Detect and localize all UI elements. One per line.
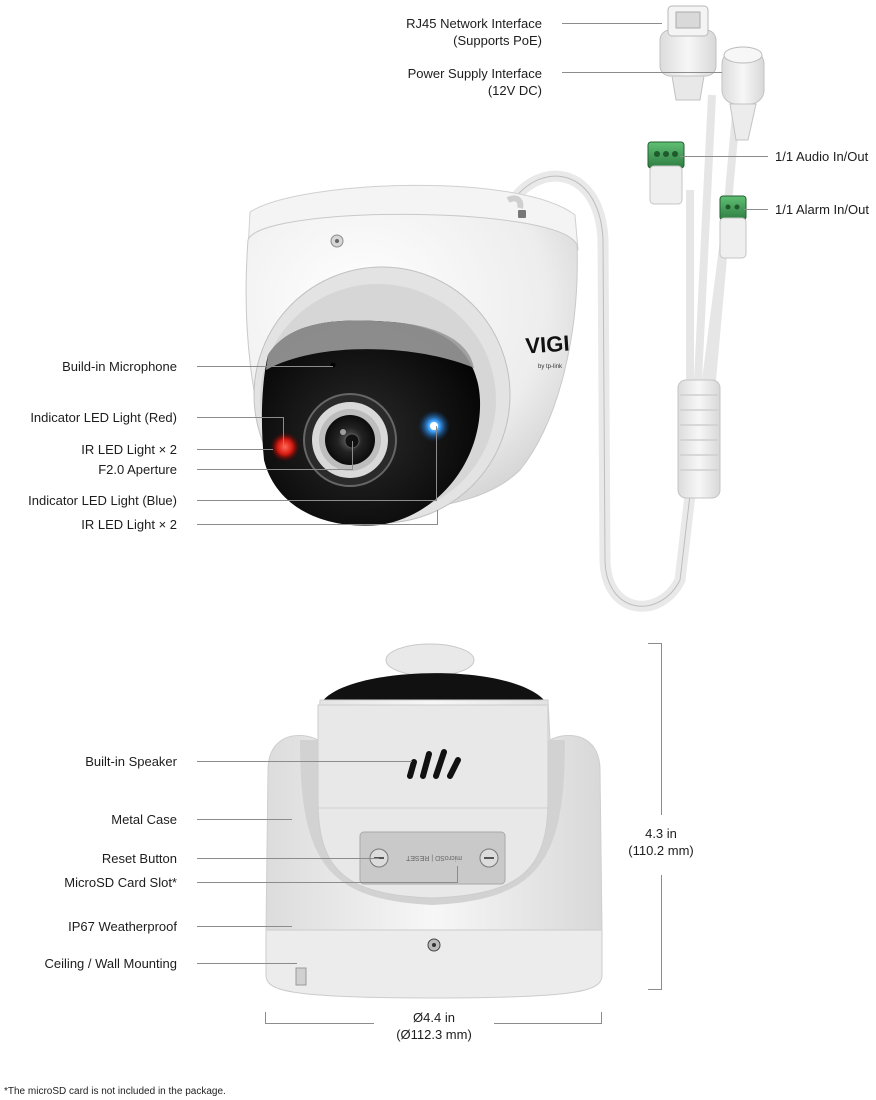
leader-rj45: [562, 23, 662, 24]
rj45-connector: [659, 5, 717, 101]
label-aperture: F2.0 Aperture: [98, 462, 177, 477]
label-mounting: Ceiling / Wall Mounting: [44, 956, 177, 971]
camera-front-view: VIGI by tp-link: [245, 184, 579, 526]
label-ir-right: IR LED Light × 2: [81, 517, 177, 532]
camera-back-view: microSD | RESET: [265, 643, 603, 999]
leader-alarm: [744, 209, 768, 210]
label-metal-case: Metal Case: [111, 812, 177, 827]
cable-assembly: [509, 5, 765, 612]
label-led-blue: Indicator LED Light (Blue): [28, 493, 177, 508]
leader-led-red-v: [283, 417, 284, 447]
leader-ir-right: [197, 524, 438, 525]
dim-width-right-tick: [601, 1012, 602, 1024]
leader-microsd-v: [457, 866, 458, 883]
leader-metal-case: [197, 819, 292, 820]
label-microphone: Build-in Microphone: [62, 359, 177, 374]
leader-mounting: [197, 963, 297, 964]
label-led-red: Indicator LED Light (Red): [30, 410, 177, 425]
footnote: *The microSD card is not included in the…: [4, 1086, 226, 1097]
alarm-terminal: [719, 195, 747, 259]
dim-height-line-bottom: [661, 875, 662, 990]
leader-led-blue: [197, 500, 437, 501]
label-power: Power Supply Interface (12V DC): [407, 66, 542, 98]
label-speaker: Built-in Speaker: [85, 754, 177, 769]
vigi-logo-sub: by tp-link: [538, 364, 563, 370]
plate-text: microSD | RESET: [405, 854, 462, 861]
dim-height-bottom-tick: [648, 989, 662, 990]
label-rj45: RJ45 Network Interface (Supports PoE): [406, 16, 542, 48]
dim-height-top-tick: [648, 643, 662, 644]
leader-aperture: [197, 469, 352, 470]
dc-power-connector: [721, 46, 765, 141]
leader-ir-right-v: [437, 510, 438, 525]
leader-speaker: [197, 761, 412, 762]
dim-width-left-tick: [265, 1012, 266, 1024]
vigi-logo: VIGI: [525, 331, 571, 359]
dim-height-line-top: [661, 643, 662, 815]
label-height-dimension: 4.3 in (110.2 mm): [628, 826, 694, 858]
speaker-grille: [407, 749, 461, 779]
leader-microsd: [197, 882, 457, 883]
label-ir-left: IR LED Light × 2: [81, 442, 177, 457]
audio-terminal: [647, 141, 685, 205]
leader-ip67: [197, 926, 292, 927]
label-audio: 1/1 Audio In/Out: [775, 149, 869, 164]
leader-led-blue-v: [436, 426, 437, 501]
label-reset: Reset Button: [101, 851, 177, 866]
label-microsd: MicroSD Card Slot*: [64, 875, 177, 890]
label-alarm: 1/1 Alarm In/Out: [775, 202, 869, 217]
leader-microphone: [197, 366, 333, 367]
leader-power: [562, 72, 722, 73]
leader-reset: [197, 858, 379, 859]
leader-led-red: [197, 417, 283, 418]
label-diameter-dimension: Ø4.4 in (Ø112.3 mm): [374, 1009, 494, 1043]
label-ip67: IP67 Weatherproof: [68, 919, 177, 934]
leader-audio: [680, 156, 768, 157]
leader-ir-left: [197, 449, 273, 450]
leader-aperture-v: [352, 441, 353, 470]
